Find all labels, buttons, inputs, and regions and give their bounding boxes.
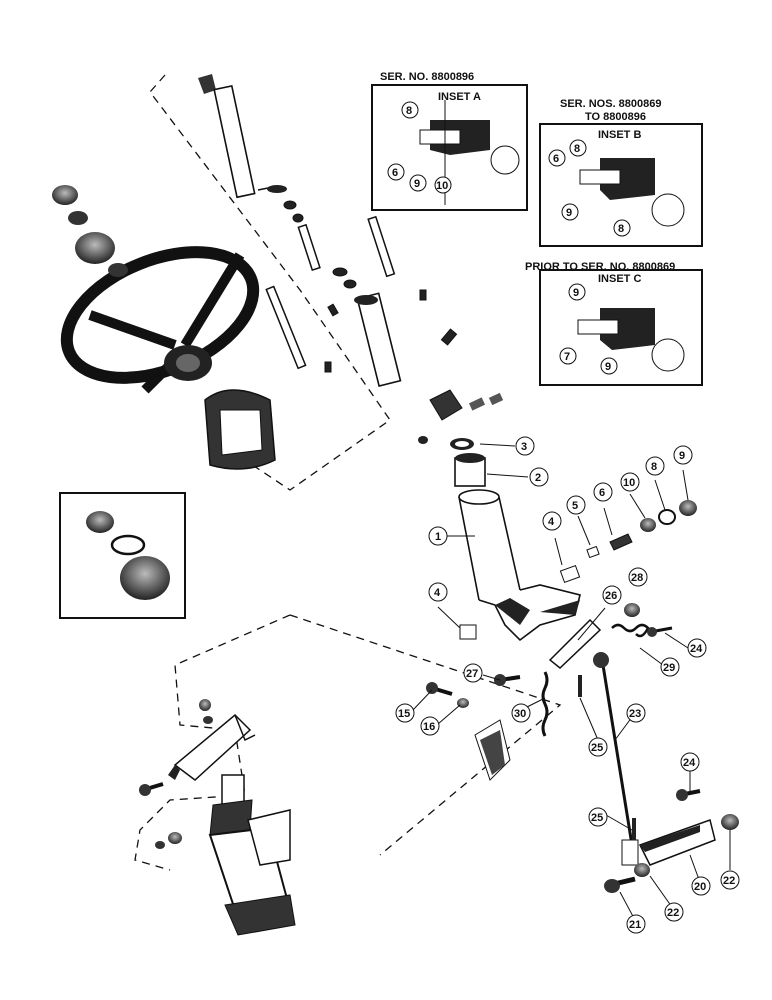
lever-and-springs bbox=[541, 603, 673, 737]
callout-28: 28 bbox=[631, 572, 643, 584]
callout-4: 4 bbox=[548, 516, 555, 528]
column-housing bbox=[458, 489, 581, 642]
callout-25b: 25 bbox=[591, 812, 603, 824]
callout: 8 bbox=[406, 105, 412, 117]
steering-motor bbox=[208, 774, 296, 936]
column-boot bbox=[204, 389, 276, 470]
callout-8: 8 bbox=[651, 461, 657, 473]
callout-25: 25 bbox=[591, 742, 603, 754]
callout: 6 bbox=[553, 153, 559, 165]
inset-c: PRIOR TO SER. NO. 8800869 INSET C bbox=[525, 261, 703, 386]
universal-joint bbox=[418, 389, 504, 450]
callout-4b: 4 bbox=[434, 587, 441, 599]
callout-2: 2 bbox=[535, 472, 541, 484]
adjust-hardware bbox=[586, 500, 697, 559]
callout-22b: 22 bbox=[667, 907, 679, 919]
callout-24: 24 bbox=[690, 643, 703, 655]
callout-16: 16 bbox=[423, 721, 435, 733]
lower-shaft-tube bbox=[354, 292, 402, 387]
steering-wheel bbox=[60, 246, 260, 394]
callout: 8 bbox=[618, 223, 624, 235]
callout-1: 1 bbox=[435, 531, 441, 543]
callout-20: 20 bbox=[694, 881, 706, 893]
bushing-4-lower bbox=[459, 624, 477, 640]
bearing-inset-box bbox=[59, 492, 186, 619]
lower-lever bbox=[604, 789, 739, 893]
bracket bbox=[168, 699, 256, 781]
callout-24b: 24 bbox=[683, 757, 696, 769]
callouts: 3 2 1 4 5 6 10 8 9 4 28 26 24 29 27 15 1… bbox=[395, 436, 740, 934]
upper-dashed-outline bbox=[149, 74, 391, 491]
callout: 9 bbox=[605, 361, 611, 373]
long-rods bbox=[265, 215, 396, 370]
callout-29: 29 bbox=[663, 662, 675, 674]
callout-30: 30 bbox=[514, 708, 526, 720]
callout-10: 10 bbox=[623, 477, 635, 489]
callout-3: 3 bbox=[521, 441, 527, 453]
callout-27: 27 bbox=[466, 668, 478, 680]
inset-a-serial: SER. NO. 8800896 bbox=[380, 71, 474, 83]
callout: 8 bbox=[574, 143, 580, 155]
steering-shaft-upper bbox=[198, 74, 287, 199]
bolts-bracket bbox=[139, 782, 182, 849]
callout-15: 15 bbox=[398, 708, 410, 720]
callout: 10 bbox=[436, 180, 448, 192]
callout-23: 23 bbox=[629, 708, 641, 720]
callout-21: 21 bbox=[629, 919, 641, 931]
inset-c-callouts: 9 7 9 bbox=[559, 283, 618, 375]
bolts-left bbox=[426, 674, 521, 781]
inset-a-callouts: 8 6 9 10 bbox=[387, 101, 452, 194]
callout: 6 bbox=[392, 167, 398, 179]
shaft-small-parts bbox=[283, 200, 458, 373]
callout-22: 22 bbox=[723, 875, 735, 887]
callout-5: 5 bbox=[572, 500, 578, 512]
inset-b-callouts: 8 6 9 8 bbox=[548, 139, 631, 237]
inset-a-title: INSET A bbox=[438, 91, 481, 103]
bushing bbox=[454, 453, 486, 487]
callout-6: 6 bbox=[599, 487, 605, 499]
inset-b-title: INSET B bbox=[598, 129, 641, 141]
link-rod bbox=[578, 652, 639, 866]
inset-b-serial-2: TO 8800896 bbox=[585, 111, 646, 123]
callout-26: 26 bbox=[605, 590, 617, 602]
lower-dashed-outline bbox=[134, 614, 562, 871]
callout: 7 bbox=[564, 351, 570, 363]
inset-c-title: INSET C bbox=[598, 273, 641, 285]
callout: 9 bbox=[573, 287, 579, 299]
bushing-4-upper bbox=[559, 564, 581, 584]
inset-b-serial-1: SER. NOS. 8800869 bbox=[560, 98, 662, 110]
callout: 9 bbox=[566, 207, 572, 219]
callout-9: 9 bbox=[679, 450, 685, 462]
callout: 9 bbox=[414, 178, 420, 190]
wheel-nut-stack bbox=[52, 185, 128, 277]
